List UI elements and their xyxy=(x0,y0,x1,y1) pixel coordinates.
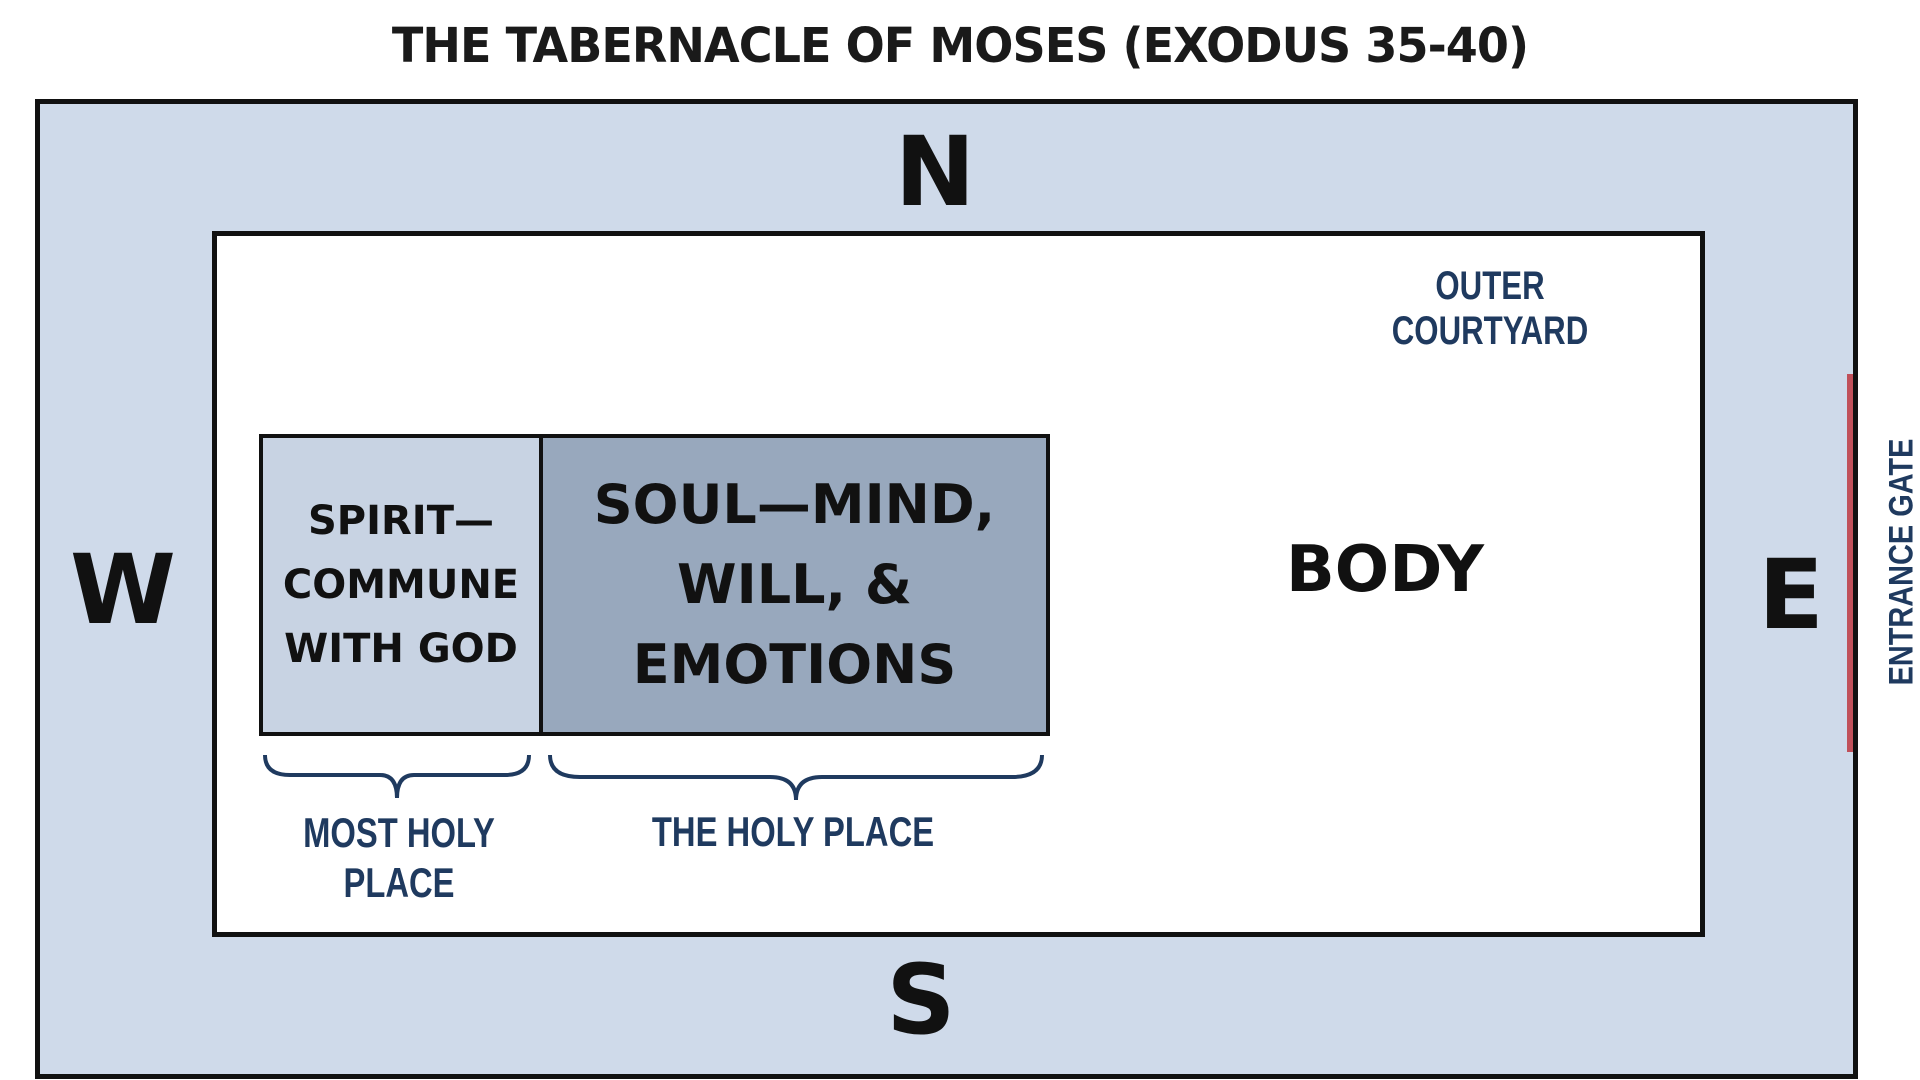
entrance-gate-label: ENTRANCE GATE xyxy=(1882,438,1920,686)
holy-place-label: THE HOLY PLACE xyxy=(651,808,935,855)
most-holy-brace xyxy=(263,754,531,799)
outer-courtyard-label: OUTER COURTYARD xyxy=(1391,264,1589,353)
south-label: S xyxy=(886,944,956,1056)
spirit-line: WITH GOD xyxy=(284,626,518,672)
holy-place-box: SOUL—MIND, WILL, & EMOTIONS xyxy=(539,434,1050,736)
entrance-gate-marker xyxy=(1847,374,1853,752)
soul-line: SOUL—MIND, xyxy=(593,473,996,536)
most-holy-place-box: SPIRIT— COMMUNE WITH GOD xyxy=(259,434,543,736)
most-holy-place-label: MOST HOLY PLACE xyxy=(282,808,516,908)
east-label: E xyxy=(1758,539,1824,651)
soul-line: EMOTIONS xyxy=(632,633,957,696)
most-holy-line: PLACE xyxy=(343,859,455,906)
holy-place-brace xyxy=(548,754,1044,801)
north-label: N xyxy=(894,116,976,228)
spirit-line: SPIRIT— xyxy=(308,498,494,544)
body-label: BODY xyxy=(1286,533,1484,607)
spirit-line: COMMUNE xyxy=(282,562,520,608)
soul-line: WILL, & xyxy=(677,553,912,616)
diagram-title: THE TABERNACLE OF MOSES (EXODUS 35-40) xyxy=(391,18,1529,74)
most-holy-line: MOST HOLY xyxy=(303,809,495,856)
west-label: W xyxy=(70,534,176,646)
